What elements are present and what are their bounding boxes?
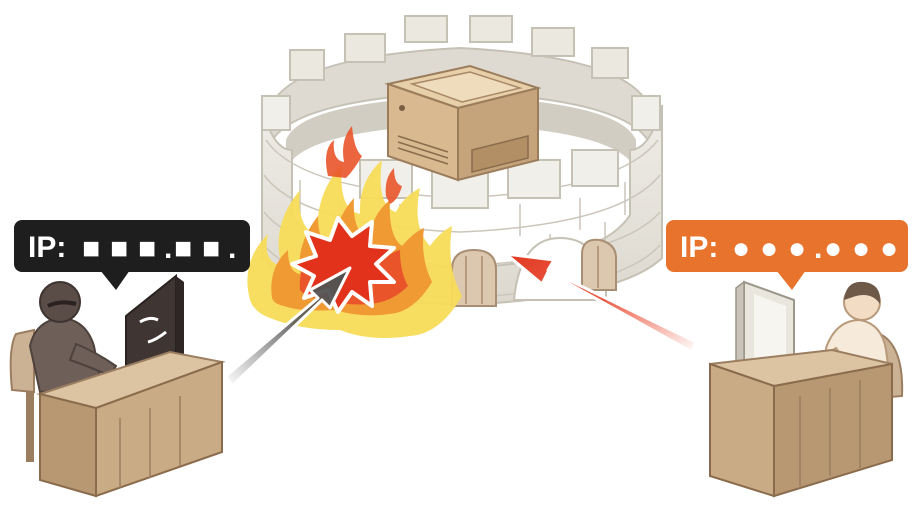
allowed-ip-dot: ●: [788, 232, 806, 265]
blocked-ip-prefix: IP:: [28, 231, 66, 264]
blocked-ip-trailing: .: [228, 232, 236, 265]
blocked-arrow: [224, 266, 352, 388]
blocked-ip-bubble: IP: ■ ■ ■ . ■ ■ .: [14, 220, 250, 290]
printer-icon: [384, 64, 542, 182]
blocked-ip-masked-blocks: ■ ■ ■ . ■ ■ .: [82, 232, 236, 265]
allowed-ip-dot: ●: [880, 232, 898, 265]
allowed-ip-dot: ●: [732, 232, 750, 265]
blocked-ip-block: ■: [110, 232, 128, 265]
hacker-person-icon: [9, 273, 226, 498]
allowed-ip-dot: ●: [824, 232, 842, 265]
user-person-icon: [709, 280, 904, 498]
blocked-ip-block: ■: [174, 232, 192, 265]
blocked-ip-block: ■: [202, 232, 220, 265]
blocked-ip-separator: .: [164, 232, 172, 265]
allowed-ip-bubble: IP: ● ● ● . ● ● ●: [666, 220, 908, 290]
allowed-ip-dot: ●: [852, 232, 870, 265]
allowed-ip-prefix: IP:: [680, 231, 718, 264]
allowed-ip-dot: ●: [760, 232, 778, 265]
allowed-arrow: [504, 252, 698, 354]
allowed-ip-masked-dots: ● ● ● . ● ● ●: [732, 232, 898, 265]
blocked-ip-block: ■: [138, 232, 156, 265]
blocked-ip-block: ■: [82, 232, 100, 265]
allowed-ip-separator: .: [814, 232, 822, 265]
